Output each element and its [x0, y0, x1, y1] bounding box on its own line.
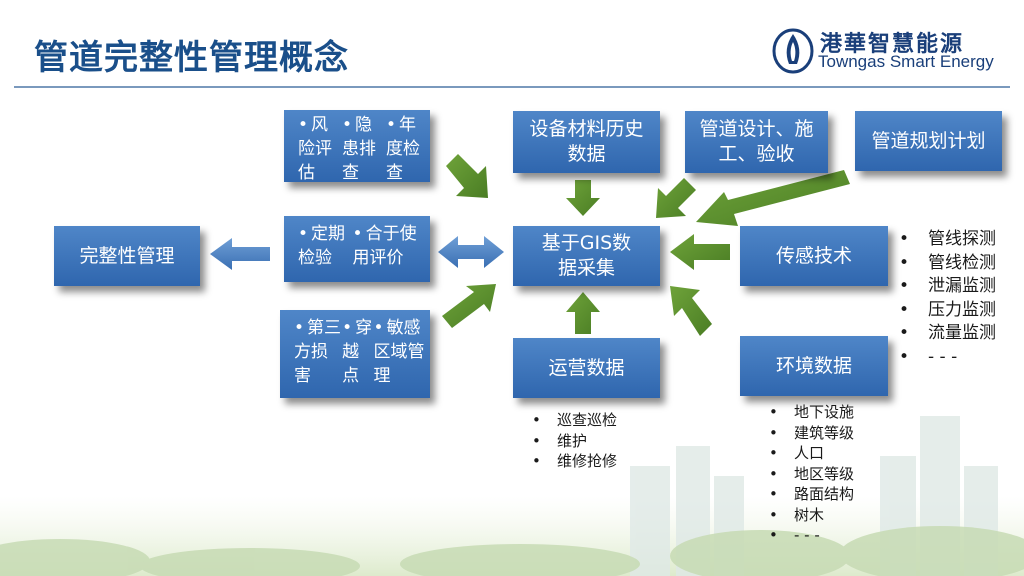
inspection-item: 定期检验 — [298, 222, 353, 270]
list-item: 维护 — [532, 431, 617, 452]
integrity-management-label: 完整性管理 — [79, 244, 175, 267]
risk-item: 隐患排查 — [342, 113, 386, 185]
integrity-management-box: 完整性管理 — [54, 226, 200, 286]
list-item: 管线检测 — [899, 252, 996, 276]
inspection-box: 定期检验 合于使用评价 — [284, 216, 430, 282]
equipment-data-box: 设备材料历史数据 — [513, 111, 660, 173]
list-item: 巡查巡检 — [532, 410, 617, 431]
list-item: 树木 — [769, 505, 854, 526]
sensing-technology-label: 传感技术 — [775, 244, 852, 267]
sensing-list: 管线探测 管线检测 泄漏监测 压力监测 流量监测 - - - — [899, 228, 996, 369]
arrow-equipment-to-gis — [566, 180, 600, 216]
arrow-design-to-gis — [656, 178, 696, 218]
design-construction-box: 管道设计、施工、验收 — [685, 111, 828, 173]
equipment-data-label: 设备材料历史数据 — [529, 118, 644, 165]
design-construction-label: 管道设计、施工、验收 — [699, 118, 814, 165]
third-party-item: 穿越点 — [342, 316, 373, 388]
arrow-inspection-gis-bidirectional — [438, 236, 504, 268]
arrow-inspection-to-integrity — [210, 238, 270, 270]
title-divider — [14, 86, 1010, 88]
logo-chinese-text: 港華智慧能源 — [820, 32, 965, 57]
list-item: 建筑等级 — [769, 423, 854, 444]
environment-data-label: 环境数据 — [775, 354, 852, 377]
environment-data-box: 环境数据 — [740, 336, 888, 396]
list-item: 人口 — [769, 443, 854, 464]
arrow-risk-to-gis — [446, 154, 488, 198]
inspection-item: 合于使用评价 — [353, 222, 430, 270]
list-item: 地下设施 — [769, 402, 854, 423]
third-party-item: 第三方损害 — [294, 316, 342, 388]
operation-data-label: 运营数据 — [548, 356, 625, 379]
list-item: 流量监测 — [899, 322, 996, 346]
list-item: 地区等级 — [769, 464, 854, 485]
company-logo: 港華智慧能源 Towngas Smart Energy — [772, 28, 1012, 76]
environment-list: 地下设施 建筑等级 人口 地区等级 路面结构 树木 - - - — [769, 402, 854, 546]
arrow-operation-to-gis — [566, 292, 600, 334]
arrow-planning-to-gis — [696, 170, 850, 226]
arrow-thirdparty-to-gis — [442, 284, 496, 328]
arrow-environment-to-gis — [670, 286, 712, 336]
list-item: - - - — [899, 346, 996, 370]
pipeline-planning-label: 管道规划计划 — [871, 129, 986, 152]
list-item: 泄漏监测 — [899, 275, 996, 299]
risk-item: 风险评估 — [298, 113, 342, 185]
third-party-item: 敏感区域管理 — [374, 316, 430, 388]
list-item: 管线探测 — [899, 228, 996, 252]
arrow-sensing-to-gis — [670, 234, 730, 270]
list-item: - - - — [769, 525, 854, 546]
pipeline-planning-box: 管道规划计划 — [855, 111, 1002, 171]
list-item: 压力监测 — [899, 299, 996, 323]
operation-data-box: 运营数据 — [513, 338, 660, 398]
sensing-technology-box: 传感技术 — [740, 226, 888, 286]
slide-title: 管道完整性管理概念 — [34, 38, 349, 78]
list-item: 维修抢修 — [532, 451, 617, 472]
logo-english-text: Towngas Smart Energy — [818, 52, 994, 71]
flame-icon — [772, 28, 814, 74]
operation-list: 巡查巡检 维护 维修抢修 — [532, 410, 617, 472]
risk-item: 年度检查 — [386, 113, 430, 185]
risk-box: 风险评估 隐患排查 年度检查 — [284, 110, 430, 185]
gis-data-collection-box: 基于GIS数据采集 — [513, 226, 660, 286]
list-item: 路面结构 — [769, 484, 854, 505]
gis-data-collection-label: 基于GIS数据采集 — [541, 232, 632, 279]
third-party-box: 第三方损害 穿越点 敏感区域管理 — [280, 310, 430, 398]
